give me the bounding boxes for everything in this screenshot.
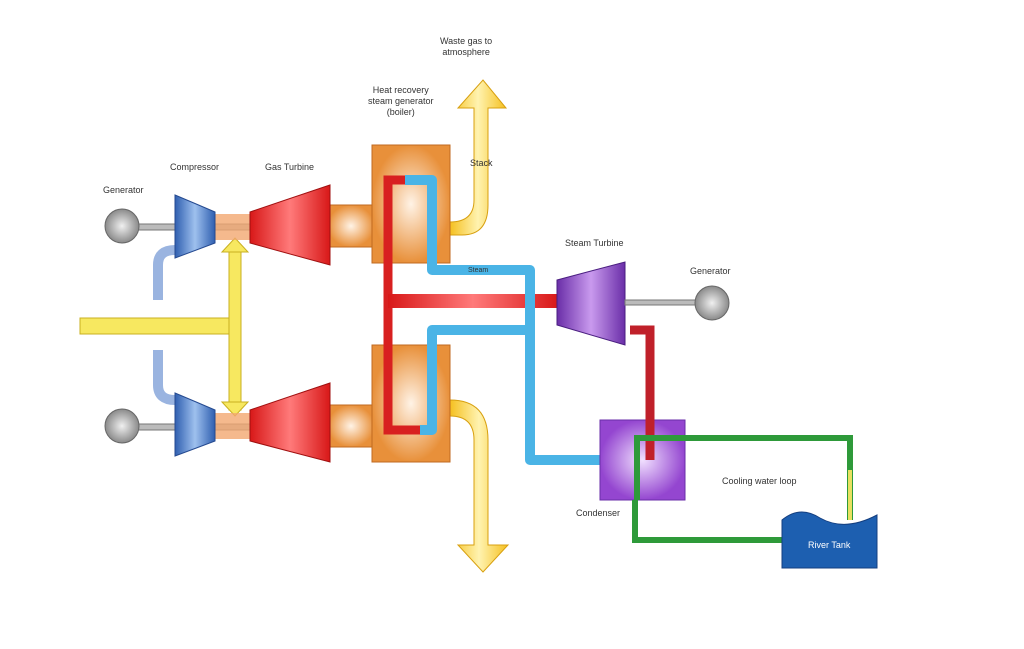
stack-exhaust-down <box>449 399 510 573</box>
label-generator-left: Generator <box>103 185 144 195</box>
label-line: Waste gas to <box>440 36 493 46</box>
gas-turbine-bottom <box>249 382 331 463</box>
stack-exhaust-up <box>449 79 508 236</box>
river-tank <box>781 511 878 569</box>
steam-turbine <box>556 261 626 346</box>
compressor-bottom <box>174 392 216 457</box>
label-condenser: Condenser <box>576 508 621 518</box>
label-cooling-loop: Cooling water loop <box>722 476 797 486</box>
label-river-tank: River Tank <box>808 540 851 550</box>
label-line: steam generator <box>368 96 434 106</box>
compressor-top <box>174 194 216 259</box>
label-line: (boiler) <box>386 107 415 117</box>
label-generator-right: Generator <box>690 266 731 276</box>
label-compressor: Compressor <box>170 162 220 172</box>
steam-main <box>388 294 558 308</box>
fuel-riser <box>228 244 242 411</box>
exhaust-steam-pipe <box>630 325 655 460</box>
label-gas-turbine: Gas Turbine <box>265 162 315 172</box>
feedwater-bottom <box>420 325 530 435</box>
gas-turbine-top <box>249 184 331 266</box>
label-line: Heat recovery <box>372 85 429 95</box>
label-steam: Steam <box>468 267 489 274</box>
label-steam-turbine: Steam Turbine <box>565 238 624 248</box>
label-stack: Stack <box>470 158 493 168</box>
feedwater-top <box>405 175 635 465</box>
generator-left-bottom <box>104 408 140 444</box>
condenser <box>599 419 686 501</box>
fuel-line <box>79 317 239 335</box>
generator-right <box>694 285 730 321</box>
generator-left-top <box>104 208 140 244</box>
label-line: atmosphere <box>442 47 490 57</box>
